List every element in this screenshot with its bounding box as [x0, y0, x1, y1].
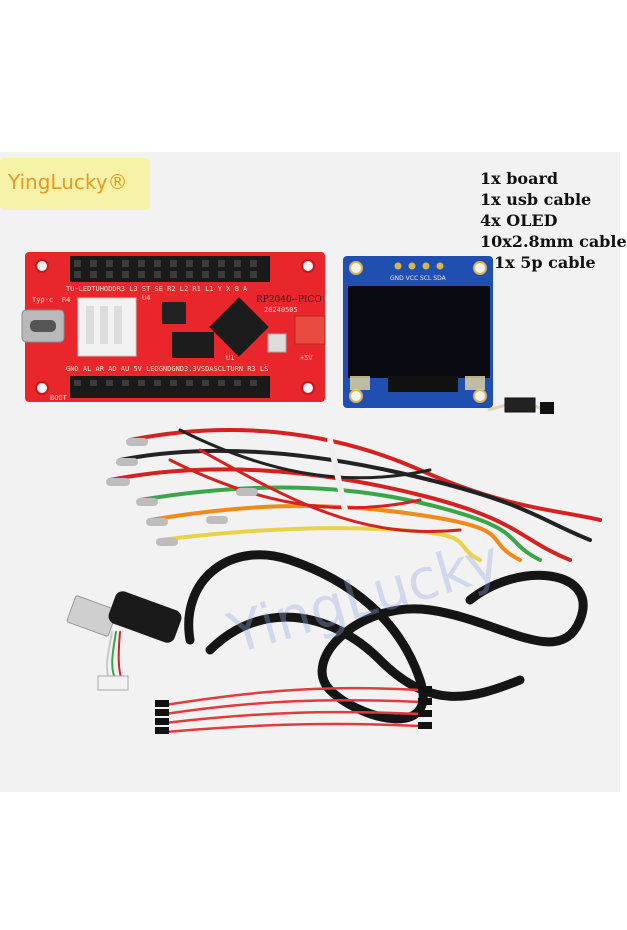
usb-c-opening — [30, 320, 56, 332]
board-model: RP2040--PICO — [256, 295, 322, 305]
r4-label: R4 — [62, 296, 70, 304]
board-pcb — [25, 252, 325, 402]
regulator-chip — [162, 302, 186, 324]
rp2040-chip — [209, 297, 269, 357]
u1-label: U1 — [226, 354, 234, 362]
package-contents-list: 1x board 1x usb cable 4x OLED 10x2.8mm c… — [480, 168, 627, 273]
contents-item: 10x2.8mm cable — [480, 232, 627, 251]
oled-pin-labels: GND VCC SCL SDA — [390, 275, 447, 282]
oled-module: GND VCC SCL SDA — [343, 256, 493, 408]
boot-label: BOOT — [50, 394, 68, 402]
usb-label: Typ-c — [32, 296, 53, 304]
top-pin-header — [70, 256, 270, 282]
board-date-code: 20240505 — [264, 306, 298, 314]
eeprom-chip — [172, 332, 214, 358]
controller-board: TU-LEDTUHODDR3 L3 ST SE R2 L2 R1 L1 Y X … — [21, 252, 326, 402]
contents-item: 4x OLED — [480, 211, 558, 230]
bottom-pin-header — [70, 376, 270, 398]
power-connector — [294, 315, 326, 345]
brand-logo: YingLucky® — [0, 158, 150, 210]
5p-connector — [97, 675, 129, 691]
usb-cable — [66, 550, 588, 724]
usb-a-plug — [66, 595, 118, 637]
dupont-5p-cable — [487, 397, 554, 414]
brand-logo-text: YingLucky® — [8, 170, 128, 194]
contents-item: 1x board — [480, 169, 559, 188]
jumper-wires — [155, 686, 432, 734]
boot-button — [267, 333, 287, 353]
mount-hole — [301, 259, 315, 273]
oled-flex-cable — [388, 376, 458, 392]
contents-item: 1x usb cable — [480, 190, 592, 209]
mount-hole — [301, 381, 315, 395]
v5-label: +5V — [300, 354, 313, 362]
contents-item: 1x 5p cable — [494, 253, 596, 272]
top-row-labels: TU-LEDTUHODDR3 L3 ST SE R2 L2 R1 L1 Y X … — [66, 285, 248, 293]
mount-hole — [35, 381, 49, 395]
mount-hole — [35, 259, 49, 273]
bottom-row-labels: GND AL AR AD AU 5V LEDGNDGND3.3VSDASCLTU… — [66, 365, 268, 373]
oled-screen — [348, 286, 490, 378]
u4-label: U4 — [142, 294, 150, 302]
arcade-wire-harness — [106, 428, 602, 562]
usb-plug-housing — [108, 591, 182, 643]
